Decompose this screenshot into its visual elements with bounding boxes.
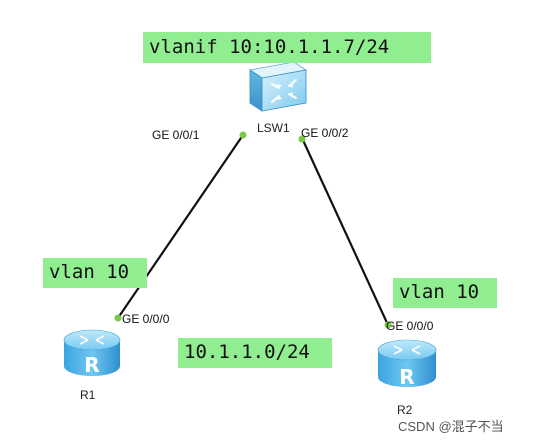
switch-icon[interactable]: [248, 61, 308, 112]
port-dot-r2: [384, 321, 392, 329]
link-lsw1-r1: [117, 134, 244, 319]
device-name-r2: R2: [397, 403, 413, 417]
port-dot-lsw1-right: [298, 135, 306, 143]
vlan-label-right: vlan 10: [393, 278, 497, 308]
subnet-label: 10.1.1.0/24: [178, 338, 332, 368]
port-label-r1: GE 0/0/0: [122, 312, 170, 326]
vlan-label-left: vlan 10: [43, 258, 147, 288]
link-lsw1-r2: [301, 137, 389, 326]
port-label-lsw1-right: GE 0/0/2: [301, 126, 349, 140]
device-name-lsw1: LSW1: [257, 121, 290, 135]
port-label-r2: GE 0/0/0: [386, 319, 434, 333]
router-icon[interactable]: R: [377, 339, 437, 389]
port-label-lsw1-left: GE 0/0/1: [152, 128, 200, 142]
watermark: CSDN @混子不当: [398, 419, 504, 434]
svg-text:R: R: [84, 353, 99, 377]
device-name-r1: R1: [80, 388, 96, 402]
svg-text:R: R: [399, 365, 414, 389]
router-icon[interactable]: R: [63, 329, 121, 377]
vlanif-label: vlanif 10:10.1.1.7/24: [143, 32, 431, 63]
port-dot-lsw1-left: [239, 131, 247, 139]
port-dot-r1: [114, 314, 122, 322]
